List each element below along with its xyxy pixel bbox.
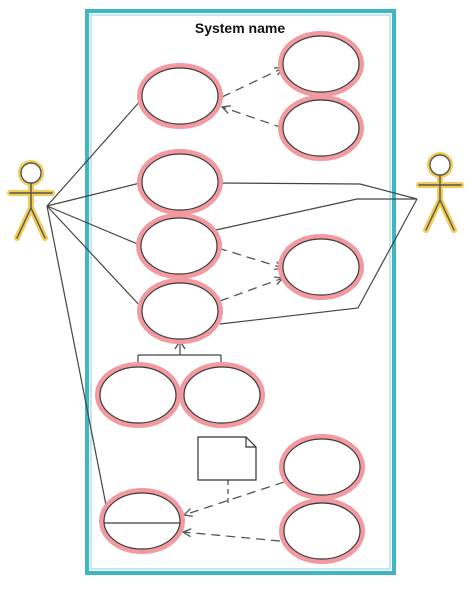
assoc-right-uc4 bbox=[219, 198, 418, 325]
dep-uc1b-uc1 bbox=[222, 107, 284, 129]
use-case-uc-1b bbox=[278, 95, 364, 161]
actor-left-icon bbox=[7, 160, 55, 241]
use-case-uc-6 bbox=[179, 362, 265, 428]
dep-uc1-uc1a bbox=[221, 68, 283, 98]
associations bbox=[46, 98, 418, 506]
actors bbox=[7, 152, 464, 241]
use-case-uc-1 bbox=[137, 63, 223, 129]
assoc-left-uc3 bbox=[46, 205, 141, 246]
use-case-uc-4 bbox=[137, 278, 223, 344]
note-icon bbox=[197, 436, 257, 481]
assoc-right-uc3 bbox=[215, 198, 417, 231]
use-case-uc-3 bbox=[136, 213, 222, 279]
system-title: System name bbox=[195, 20, 285, 36]
dep-uc4-uc34 bbox=[219, 278, 283, 302]
assoc-left-uc2 bbox=[46, 182, 141, 207]
assoc-left-uc4 bbox=[46, 205, 143, 309]
assoc-right-uc2 bbox=[219, 182, 418, 200]
use-case-uc-1a bbox=[278, 31, 364, 97]
use-cases bbox=[95, 31, 365, 564]
use-case-uc-5 bbox=[95, 362, 181, 428]
system-boundary: System name bbox=[85, 9, 396, 575]
actor-right-icon bbox=[416, 152, 464, 233]
dep-uc3-uc34 bbox=[217, 247, 283, 268]
use-case-uc-7b bbox=[279, 498, 365, 564]
use-case-uc-2 bbox=[137, 149, 223, 215]
dependencies bbox=[183, 68, 285, 542]
use-case-uc-34 bbox=[278, 234, 364, 300]
use-case-uc-7 bbox=[99, 488, 185, 554]
assoc-left-uc1 bbox=[46, 98, 143, 207]
dep-uc7b-uc7 bbox=[183, 532, 281, 542]
assoc-left-uc7 bbox=[46, 205, 107, 506]
dep-uc7a-uc7 bbox=[184, 481, 285, 515]
use-case-uc-7a bbox=[279, 434, 365, 500]
